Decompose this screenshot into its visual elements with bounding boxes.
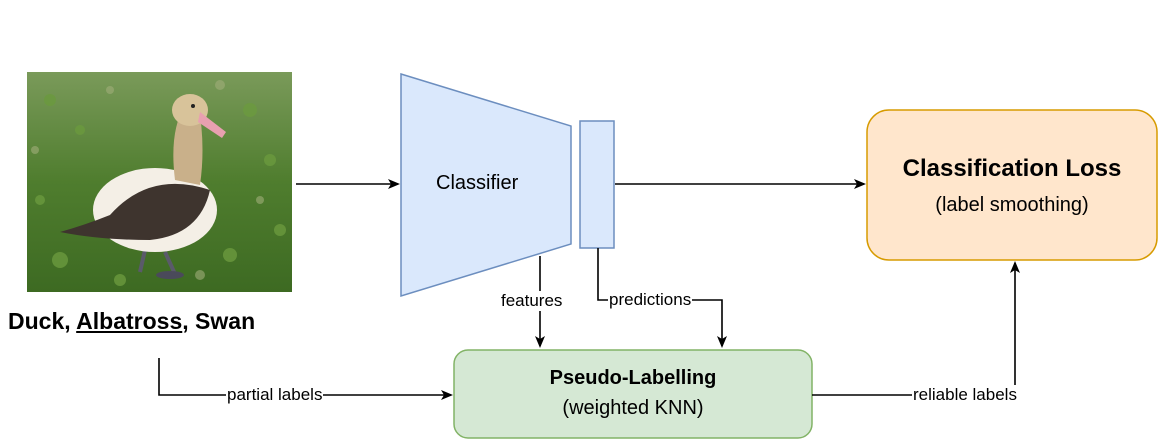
loss-title: Classification Loss — [902, 155, 1122, 182]
edge-label-reliable-labels: reliable labels — [912, 385, 1018, 405]
prediction-vector — [579, 120, 615, 249]
loss-subtitle: (label smoothing) — [935, 194, 1089, 216]
pseudo-subtitle: (weighted KNN) — [562, 397, 704, 419]
edge-partial-labels — [158, 358, 453, 400]
albatross-photo — [27, 72, 292, 292]
caption-swan: , Swan — [182, 308, 256, 334]
classifier-shape — [400, 72, 572, 298]
edge-label-partial-labels: partial labels — [226, 385, 324, 405]
classifier-label: Classifier — [436, 172, 519, 194]
bird-figure — [60, 94, 226, 279]
edge-reliable-labels — [812, 261, 1020, 396]
pseudo-labelling-box — [453, 349, 813, 439]
candidate-labels-caption: Duck, Albatross, Swan — [8, 308, 255, 335]
caption-duck: Duck, — [8, 308, 77, 334]
edge-label-predictions: predictions — [608, 290, 693, 310]
caption-albatross-true-label: Albatross — [76, 308, 183, 334]
edge-label-features: features — [500, 291, 564, 311]
pseudo-title: Pseudo-Labelling — [549, 367, 717, 389]
classification-loss-box — [866, 109, 1158, 261]
